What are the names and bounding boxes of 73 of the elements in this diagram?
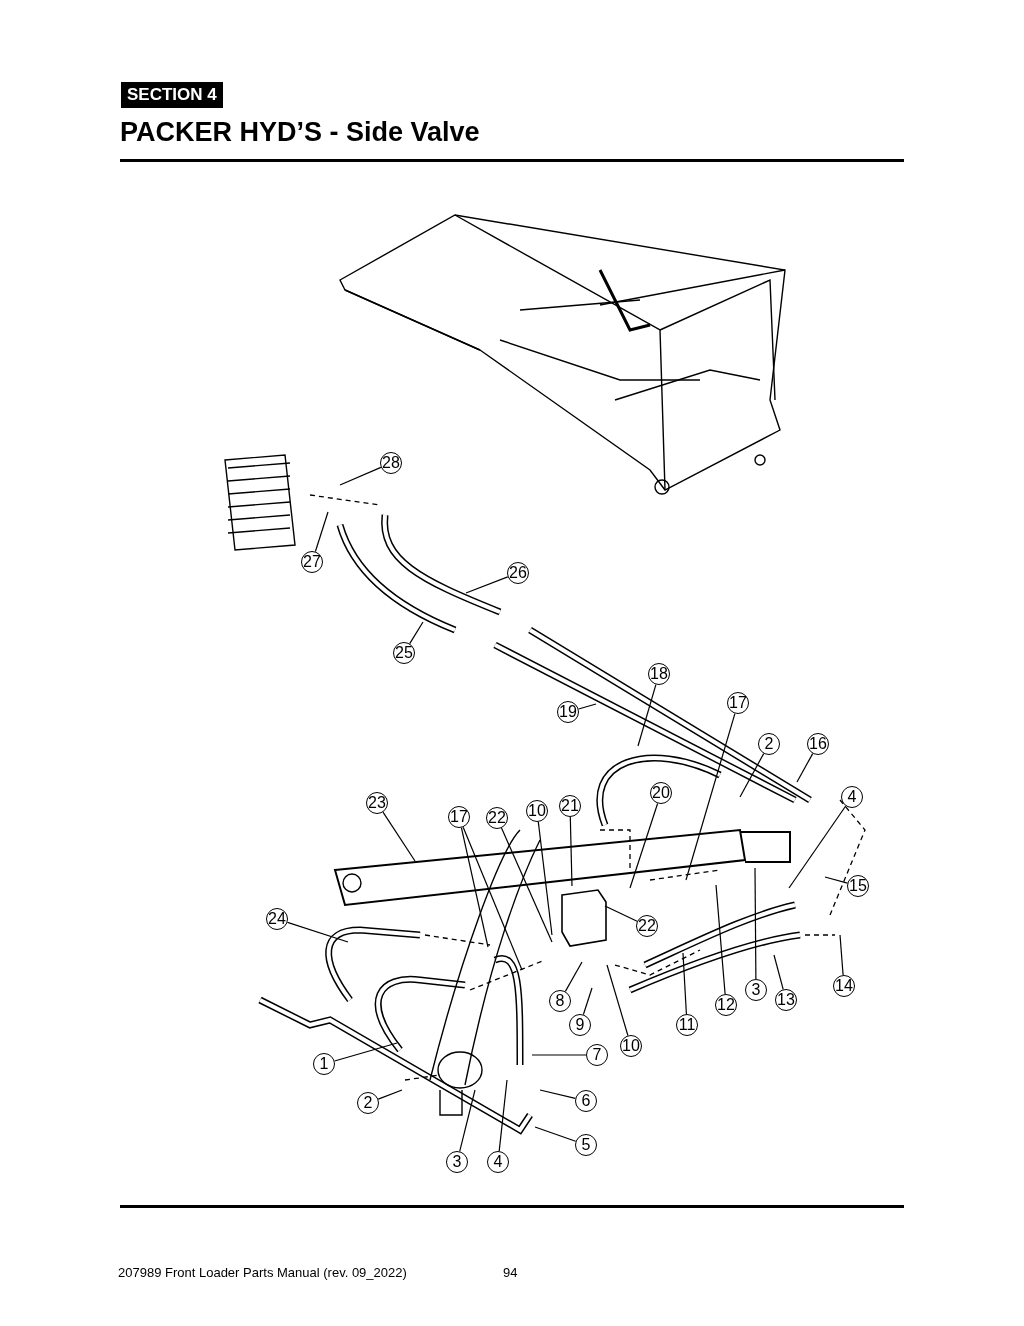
callout-number: 17 (727, 692, 749, 714)
callout-number: 2 (357, 1092, 379, 1114)
leader-line (739, 753, 765, 798)
callout-number: 9 (569, 1014, 591, 1036)
callout-number: 25 (393, 642, 415, 664)
callout-number: 14 (833, 975, 855, 997)
leader-line (314, 511, 329, 553)
callout-number: 22 (636, 915, 658, 937)
leader-line (537, 821, 553, 936)
callout-number: 8 (549, 990, 571, 1012)
leader-line (339, 466, 382, 486)
callout-number: 22 (486, 807, 508, 829)
leader-line (754, 867, 757, 980)
callout-number: 19 (557, 701, 579, 723)
leader-line (715, 884, 726, 995)
page-title: PACKER HYD’S - Side Valve (120, 117, 480, 148)
leader-line (409, 621, 424, 645)
callout-number: 2 (758, 733, 780, 755)
callout-number: 27 (301, 551, 323, 573)
callout-number: 6 (575, 1090, 597, 1112)
callout-number: 18 (648, 663, 670, 685)
callout-number: 26 (507, 562, 529, 584)
leader-line (539, 1089, 576, 1099)
leader-line (796, 753, 814, 783)
callout-number: 3 (745, 979, 767, 1001)
callout-number: 21 (559, 795, 581, 817)
leader-line (382, 811, 416, 862)
leader-line (531, 1054, 587, 1056)
callout-number: 20 (650, 782, 672, 804)
leader-line (569, 816, 573, 887)
page-number: 94 (503, 1265, 518, 1280)
callout-number: 11 (676, 1014, 698, 1036)
leader-line (578, 703, 597, 710)
callout-number: 23 (366, 792, 388, 814)
callout-number: 13 (775, 989, 797, 1011)
leader-line (606, 964, 629, 1037)
leader-line (685, 713, 736, 881)
leader-line (465, 576, 509, 594)
leader-line (377, 1089, 403, 1100)
leader-line (462, 826, 523, 971)
leader-line (839, 934, 844, 976)
callout-number: 17 (448, 806, 470, 828)
leader-line (500, 827, 553, 943)
leader-line (773, 954, 784, 990)
callout-number: 3 (446, 1151, 468, 1173)
callout-number: 5 (575, 1134, 597, 1156)
leader-line (629, 802, 659, 889)
leader-line (460, 827, 489, 948)
leader-line (459, 1089, 476, 1152)
callout-number: 4 (841, 786, 863, 808)
leader-line (637, 684, 657, 747)
footer-text: 207989 Front Loader Parts Manual (rev. 09_2022) (118, 1265, 407, 1280)
callout-number: 1 (313, 1053, 335, 1075)
callout-number: 12 (715, 994, 737, 1016)
leader-line (564, 961, 583, 992)
leader-line (788, 805, 847, 889)
leader-line (582, 987, 593, 1016)
callout-number: 15 (847, 875, 869, 897)
callout-number: 10 (526, 800, 548, 822)
callout-number: 24 (266, 908, 288, 930)
callout-number: 28 (380, 452, 402, 474)
callout-number: 16 (807, 733, 829, 755)
section-badge: SECTION 4 (121, 82, 223, 108)
leader-line (682, 952, 687, 1015)
leader-line (498, 1079, 508, 1152)
callout-number: 7 (586, 1044, 608, 1066)
callout-number: 10 (620, 1035, 642, 1057)
leader-line (286, 921, 349, 943)
leader-line (534, 1126, 577, 1142)
callout-number: 4 (487, 1151, 509, 1173)
leader-line (334, 1042, 398, 1062)
leader-line (604, 905, 638, 922)
leader-line (824, 876, 848, 884)
